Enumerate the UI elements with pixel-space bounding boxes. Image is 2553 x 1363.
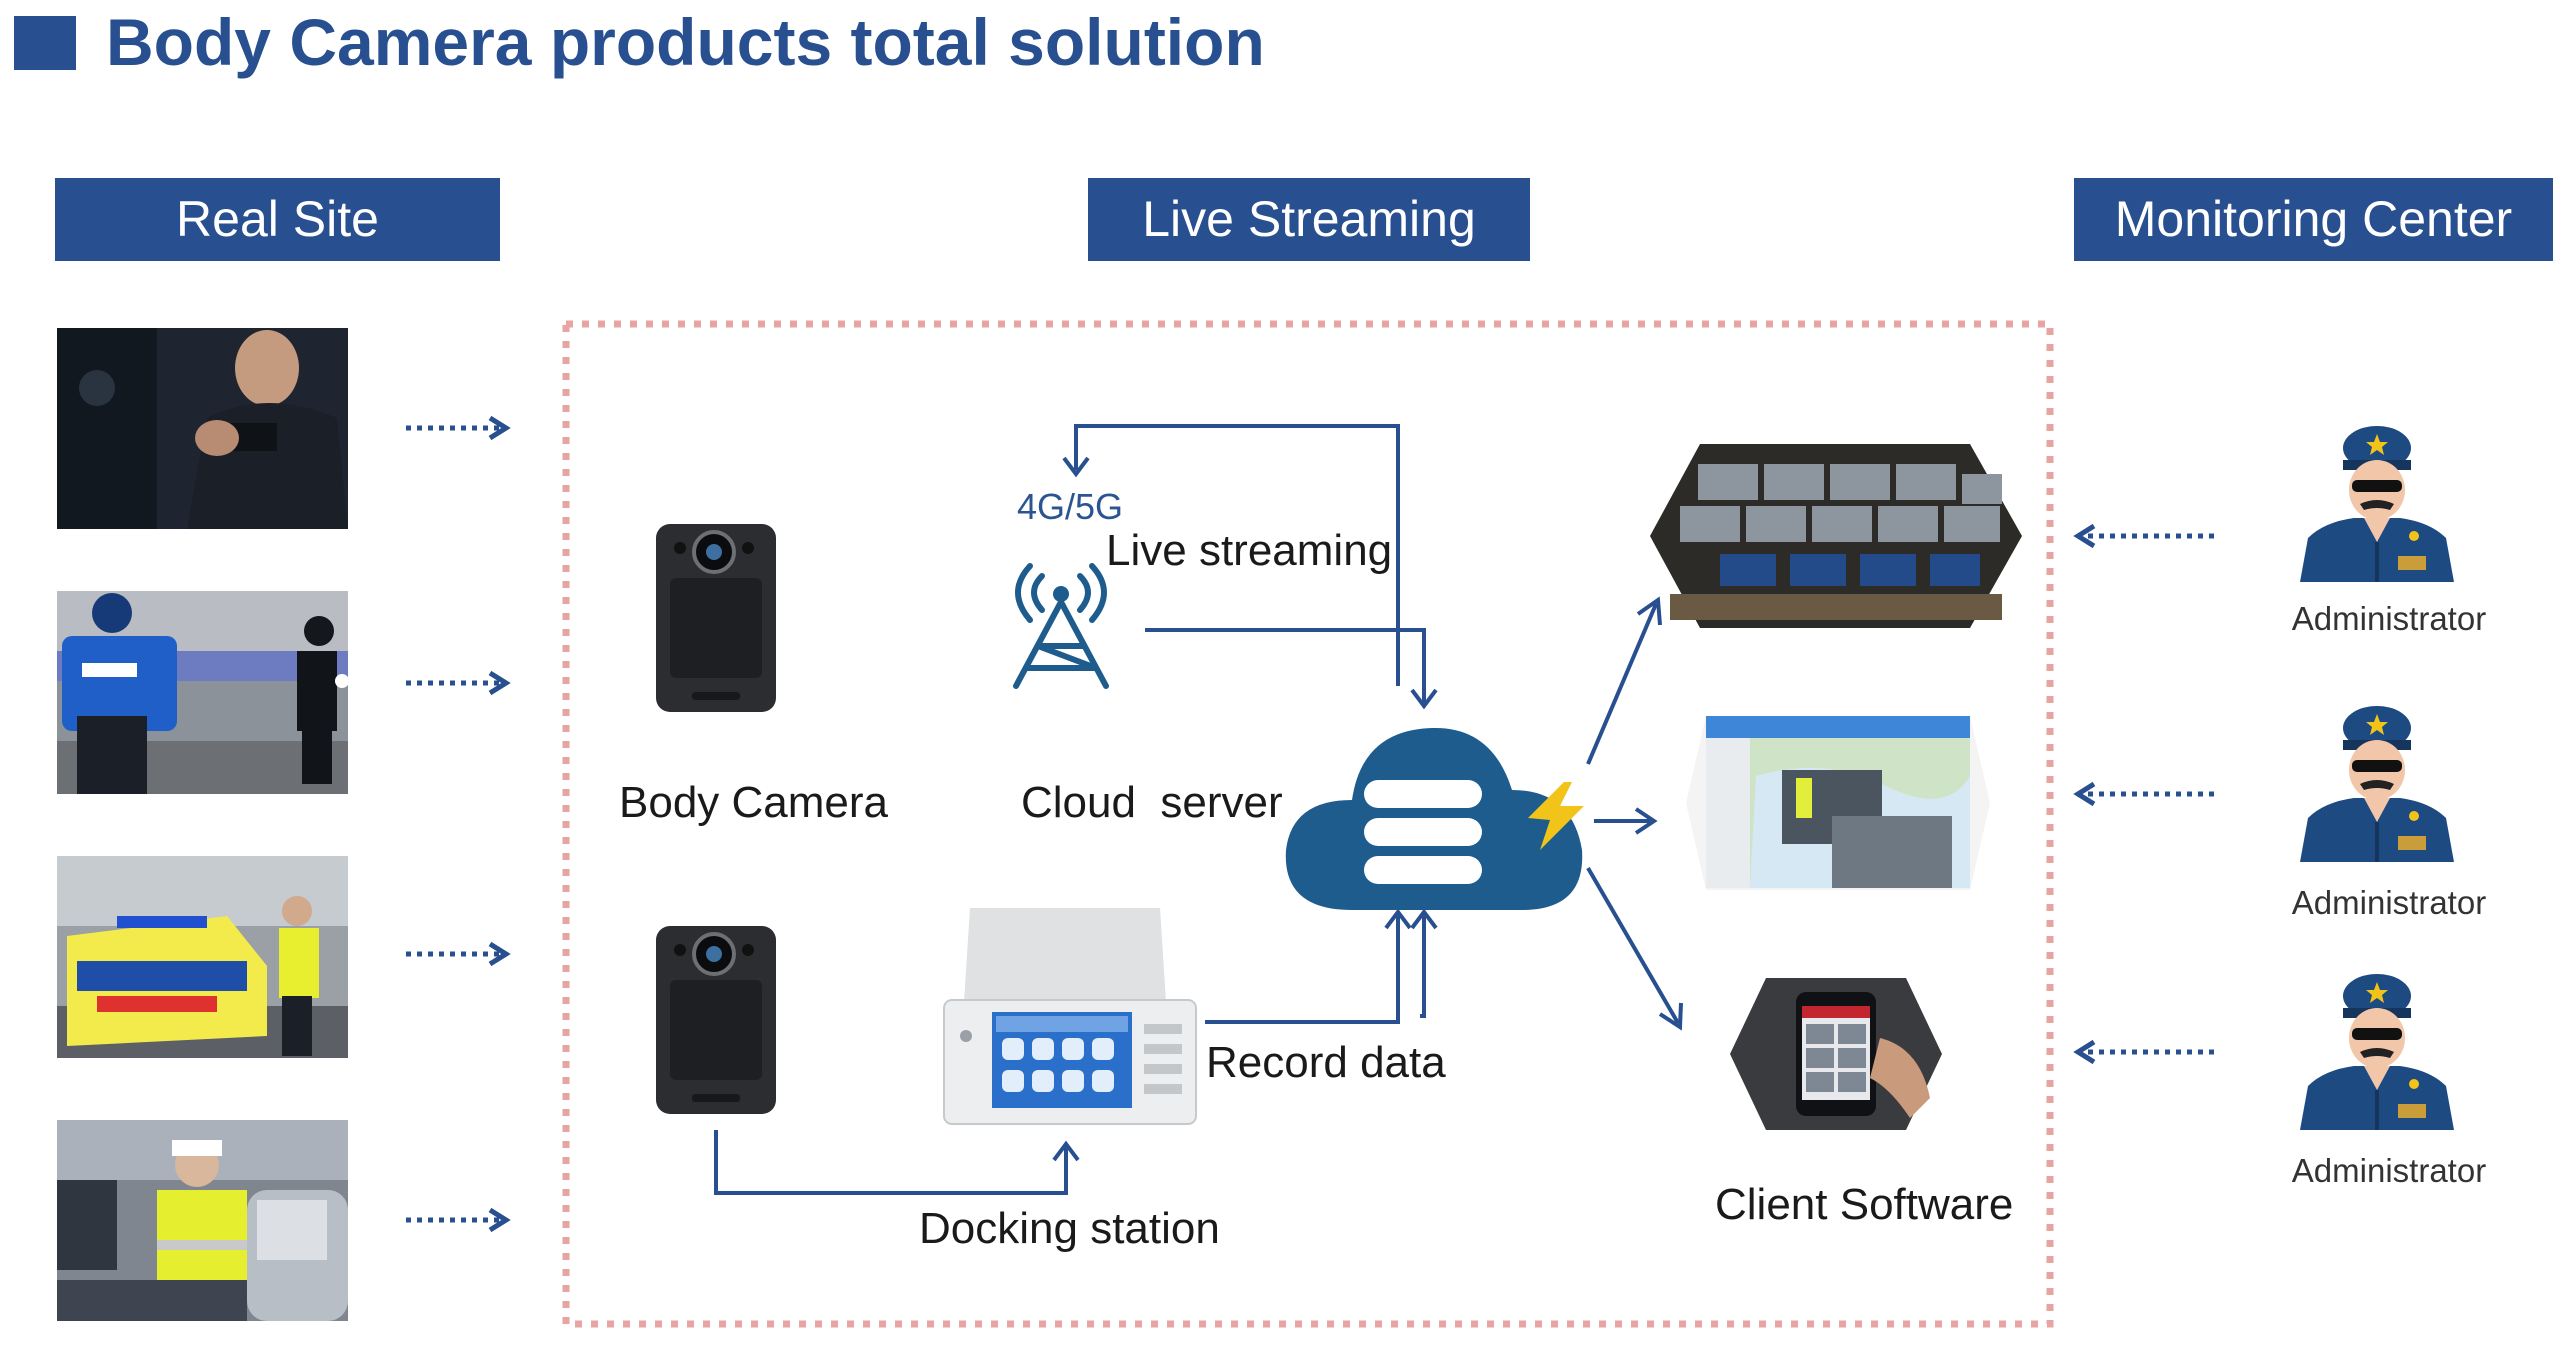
header-live-streaming: Live Streaming (1088, 178, 1530, 261)
docking-station-label: Docking station (919, 1204, 1220, 1253)
header-monitoring-center: Monitoring Center (2074, 178, 2553, 261)
client-software-label: Client Software (1715, 1180, 2014, 1229)
lightning-icon (1528, 782, 1584, 850)
system-boundary (562, 320, 2054, 1328)
network-label: 4G/5G (1017, 486, 1124, 527)
administrator-label-3: Administrator (2291, 1152, 2487, 1189)
arrow-site-1 (406, 415, 511, 441)
police-officer-icon-2 (2300, 706, 2454, 862)
video-wall-image (1650, 444, 2022, 628)
header-real-site: Real Site (55, 178, 500, 261)
map-software-image (1686, 716, 1990, 890)
mobile-app-image (1730, 978, 1942, 1130)
photo-police-car (57, 856, 348, 1058)
title-marker (14, 16, 76, 70)
administrator-label-2: Administrator (2291, 884, 2487, 921)
live-streaming-label: Live streaming (1106, 526, 1393, 575)
photo-officer-aiming (57, 328, 348, 529)
police-officer-icon (2300, 426, 2454, 582)
record-data-label: Record data (1206, 1038, 1446, 1087)
docking-station-icon (943, 908, 1197, 1125)
photo-security-guards (57, 591, 348, 794)
page-title: Body Camera products total solution (106, 5, 1265, 79)
cloud-server-icon (1285, 727, 1583, 910)
tower-antenna-icon (1013, 563, 1109, 689)
arrow-admin-2 (2073, 781, 2216, 807)
administrator-label-1: Administrator (2291, 600, 2487, 637)
arrow-site-3 (406, 941, 511, 967)
arrow-site-4 (406, 1207, 511, 1233)
photo-traffic-officer (57, 1120, 348, 1321)
body-camera-icon (656, 524, 776, 712)
arrow-admin-1 (2073, 523, 2216, 549)
body-camera-label: Body Camera (619, 778, 889, 827)
police-officer-icon-3 (2300, 974, 2454, 1130)
cloud-server-label: Cloud server (1021, 778, 1283, 827)
arrow-admin-3 (2073, 1039, 2216, 1065)
arrow-site-2 (406, 670, 511, 696)
body-camera-icon-2 (656, 926, 776, 1114)
